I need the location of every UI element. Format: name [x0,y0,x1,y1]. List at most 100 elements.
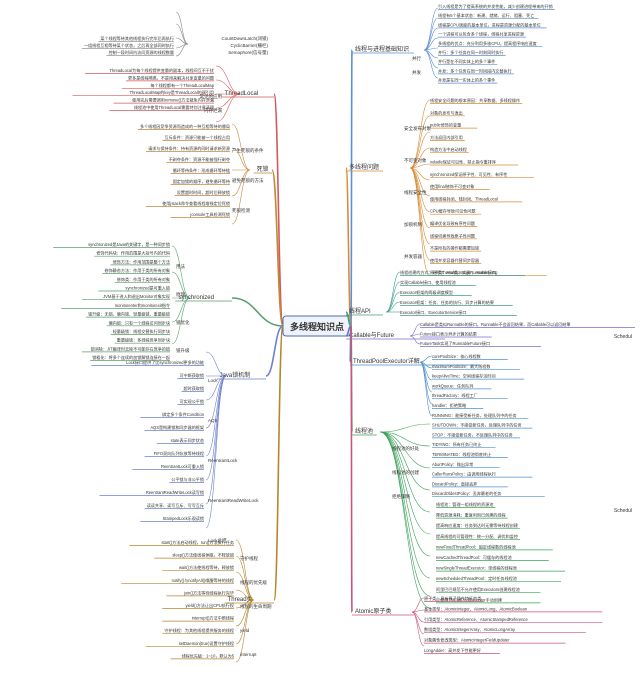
branch-node-synchronized[interactable]: synchronized [179,295,214,301]
executor-line: TIDYING：所有任务已终止 [432,441,481,447]
central-node[interactable]: 多线程知识点 [282,315,352,337]
deadlock-connector [231,169,251,225]
javalock-line: Lock接口提供了比synchronized更多的功能 [126,359,204,365]
executor-connector [419,361,433,417]
threadclass-line: join()方法等待线程执行完毕 [183,589,234,595]
javalock-line: 超时获取锁 [184,385,204,391]
executor-line: handler：拒绝策略 [432,402,467,408]
branch-label-multithread_problems: 多线程问题 [349,163,379,171]
problems-line: 对象的发布与逸出 [430,109,463,115]
pool-connector [379,431,431,557]
basics-line: 一个进程可以包含多个线程，线程共享进程资源 [438,31,524,37]
javalock-line: 可中断获取锁 [179,372,204,378]
synchronized-line: 锁粗化：将多个连续的加锁解锁连接在一起 [92,354,170,360]
branch-label-threadlocal: ThreadLocal [225,91,258,97]
threadlocal-connector [215,65,241,95]
executor-connector [419,361,433,405]
deadlock-connector [231,169,251,197]
branch-node-multithread_problems[interactable]: 多线程问题 [349,163,379,171]
basics-line: 线程是CPU调度的基本单位，进程是资源分配的基本单位 [438,21,541,27]
api-line: 实现Callable接口、使用线程池 [400,279,456,285]
branch-node-thread_pool[interactable]: 线程池 [355,427,373,435]
executor-line: DiscardPolicy：直接丢弃 [432,480,477,486]
synchronized-line: 轻量级锁：线程交替执行同步块 [113,328,170,334]
threadlocal-line: 更多是线程隔离，不是用来解决共享变量的问题 [128,74,214,80]
scheduled-side-label: Schedul [614,508,632,514]
pool-line: newFixedThreadPool：固定线程数的线程池 [436,543,516,549]
atomic-line: 基本类型：AtomicInteger、AtomicLong、AtomicBool… [424,605,528,611]
branch-node-atomic[interactable]: Atomic原子类 [355,607,391,615]
executor-line: SHUTDOWN：不接受新任务，处理队列中的任务 [432,422,522,428]
problems-line: 线程安全问题的根本原因：共享数据、多线程操作 [430,97,520,103]
branch-node-threadlocal[interactable]: ThreadLocal [225,91,258,97]
callable-line: Callable是类似Runnable的接口，Runnable不会返回结果，而C… [420,321,571,327]
executor-line: TERMINATED：线程池彻底终止 [432,451,491,457]
problems-connector [409,131,431,169]
atomic-connector [411,611,425,647]
javalock-line: 公平锁与非公平锁 [171,476,204,482]
basics-line: 线程有5个基本状态：新建、就绪、运行、阻塞、死亡 [438,12,534,18]
pool-connector [379,423,431,433]
branch-node-executor_detail[interactable]: ThreadPoolExecutor详解 [353,357,420,365]
threadlocal-line: ThreadLocal为每个线程提供变量的副本，线程间互不干扰 [109,67,214,73]
basics-line: 多线程的优点：充分利用多核CPU，提高程序响应速度 [438,40,537,46]
toplist-label: CountDownLatch(闭锁) [221,35,268,42]
threadclass-connector [235,539,255,601]
javalock-line: 绑定多个条件Condition [162,411,205,417]
javalock-connector [205,375,227,529]
atomic-line: 数组类型：AtomicIntegerArray、AtomicLongArray [424,626,516,632]
deadlock-connector [231,147,251,171]
branch-node-basics[interactable]: 线程与进程基础知识 [355,45,409,53]
problems-line: 方法返回内部引用 [430,134,463,140]
problems-connector [409,115,431,169]
javalock-line: 读读共享、读写互斥、写写互斥 [147,502,204,508]
toplists-connector [175,43,189,57]
scheduled-tab-label: Schedul [614,334,632,340]
basics-line: 并发是在同一实体上的多个事件 [438,77,495,83]
problems-line: synchronized保证原子性、可见性、有序性 [430,171,507,177]
pool-connector [379,431,431,513]
toplists-connector [175,11,189,45]
api-line: Executor框架：任务、任务的执行、异步计算的结果 [400,299,494,305]
central-node-title: 多线程知识点 [290,321,344,332]
branch-connector-atomic [350,325,353,613]
branch-node-java_lock[interactable]: Java锁机制 [220,371,251,379]
threadclass-connector [235,571,255,601]
pool-line: 提高响应速度：任务到达时无需等待线程创建 [436,522,518,528]
branch-node-callable_future[interactable]: Callable与Future [349,331,395,339]
branch-label-atomic: Atomic原子类 [355,607,391,615]
callable-connector [409,335,421,345]
branch-node-thread_class[interactable]: Thread类 [228,595,253,603]
api-line: Executor接口、ExecutorService接口 [400,309,466,315]
pool-line: 应使用ThreadPoolExecutor手动创建 [436,596,502,602]
executor-line: DiscardOldestPolicy：丢弃最老的任务 [432,490,501,496]
synchronized-line: 修饰方法：作用范围是整个方法 [113,258,170,264]
pool-line: newSingleThreadExecutor：单线程的线程池 [436,565,517,571]
deadlock-line: 固定加锁的顺序，避免循环等待 [173,178,230,184]
api-connector [385,271,401,313]
problems-label: 并发容器 [404,253,422,260]
synchronized-label: 用法 [176,263,185,270]
problems-line: public修饰的变量 [430,122,461,128]
callable-connector [409,333,421,337]
problems-connector [409,167,431,277]
executor-line: RUNNING：能接受新任务，处理队列中的任务 [432,412,517,418]
branch-node-thread_api[interactable]: 线程API [349,307,371,315]
executor-line: keepAliveTime：空闲线程存活时间 [432,373,496,379]
branch-node-deadlock[interactable]: 死锁 [257,165,269,173]
branch-connector-thread_class [273,325,284,601]
pool-label: 线程池的创建 [392,469,419,476]
threadclass-line: interrupt()方法中断线程 [192,615,234,621]
toplist-label: CyclicBarrier(栅栏) [231,42,269,49]
basics-connector [423,27,439,51]
javalock-line: FIFO双向队列存放等待线程 [154,450,204,456]
deadlock-line: 请求与保持条件：持有资源的同时请求新资源 [148,145,230,151]
atomic-connector [411,597,425,613]
branch-label-deadlock: 死锁 [257,165,269,173]
threadclass-line: yield()方法让出CPU执行权 [186,602,234,608]
problems-connector [409,163,431,169]
basics-label: 并发 [412,69,421,76]
threadclass-line: start()方法启动线程，run()方法执行任务 [161,539,234,545]
pool-connector [379,431,431,609]
threadclass-line: wait()方法使线程等待，释放锁 [179,564,234,570]
